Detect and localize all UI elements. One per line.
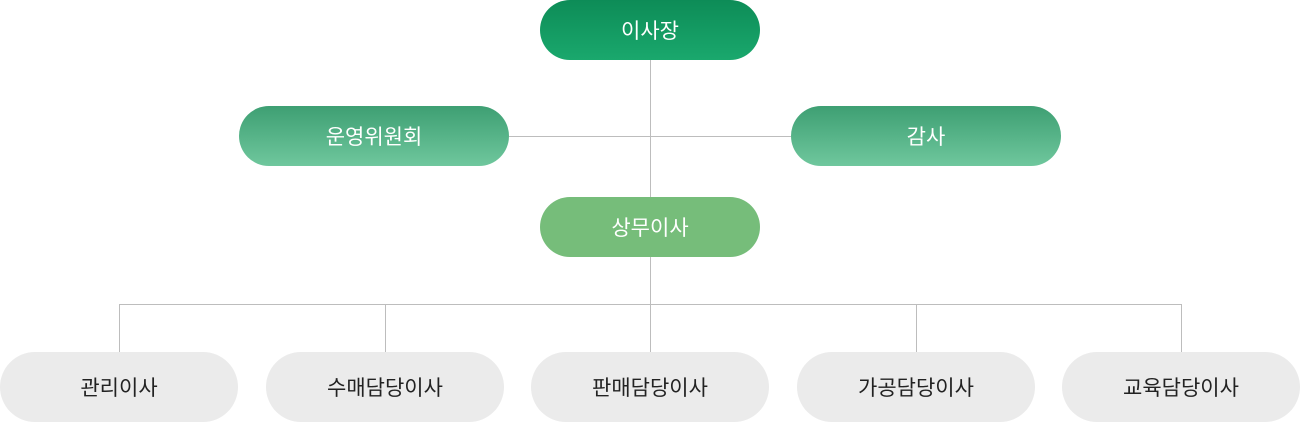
executive-director-label: 상무이사 bbox=[611, 216, 689, 240]
committee-label: 운영위원회 bbox=[325, 125, 423, 149]
director-label: 수매담당이사 bbox=[327, 376, 443, 400]
director-label: 가공담당이사 bbox=[858, 376, 974, 400]
director-node-purchase: 수매담당이사 bbox=[266, 352, 504, 422]
auditor-node: 감사 bbox=[791, 106, 1061, 166]
director-label: 관리이사 bbox=[80, 376, 158, 400]
director-node-sales: 판매담당이사 bbox=[531, 352, 769, 422]
director-node-admin: 관리이사 bbox=[0, 352, 238, 422]
director-label: 교육담당이사 bbox=[1123, 376, 1239, 400]
committee-node: 운영위원회 bbox=[239, 106, 509, 166]
chair-node: 이사장 bbox=[540, 0, 760, 60]
director-node-processing: 가공담당이사 bbox=[797, 352, 1035, 422]
chair-label: 이사장 bbox=[621, 19, 679, 43]
director-node-education: 교육담당이사 bbox=[1062, 352, 1300, 422]
auditor-label: 감사 bbox=[906, 125, 946, 149]
director-label: 판매담당이사 bbox=[592, 376, 708, 400]
executive-director-node: 상무이사 bbox=[540, 197, 760, 257]
